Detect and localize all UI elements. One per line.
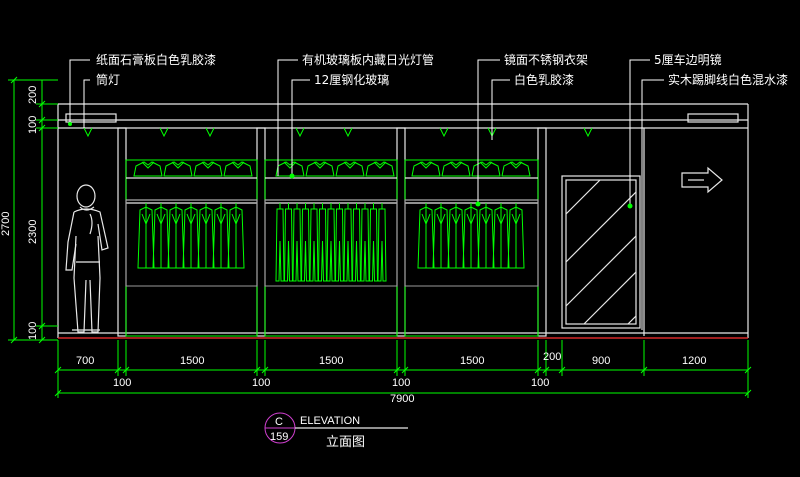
hanging-jacket xyxy=(152,203,170,269)
hanging-jacket xyxy=(462,203,480,269)
hanging-jacket xyxy=(507,203,525,269)
hanging-trousers xyxy=(334,203,345,282)
sheet-letter: C xyxy=(275,416,283,428)
vertical-dimensions: 200 100 2300 100 2700 xyxy=(0,76,58,344)
hdim-200: 200 xyxy=(543,351,561,363)
folded-shirt xyxy=(411,161,441,177)
hanging-trousers xyxy=(300,203,311,282)
vdim-2300: 2300 xyxy=(27,220,39,244)
gap-dim-1: 100 xyxy=(113,377,131,389)
folded-shirt xyxy=(365,161,395,177)
label-mirror-rack: 镜面不锈钢衣架 xyxy=(504,52,588,67)
label-tempered-glass: 12厘钢化玻璃 xyxy=(314,73,389,87)
folded-shirt xyxy=(133,161,163,177)
folded-shirt xyxy=(223,161,253,177)
folded-shirts xyxy=(133,161,531,177)
hanging-trousers xyxy=(283,203,294,282)
ceiling xyxy=(57,103,749,129)
hanging-trousers xyxy=(368,203,379,282)
hanging-jacket xyxy=(212,203,230,269)
sheet-number: 159 xyxy=(270,431,288,443)
hdim-1500-b: 1500 xyxy=(319,355,343,367)
folded-shirt xyxy=(275,161,305,177)
bay-1 xyxy=(125,159,258,337)
folded-shirt xyxy=(471,161,501,177)
title-cn: 立面图 xyxy=(326,435,365,450)
label-skirting: 实木踢脚线白色混水漆 xyxy=(668,72,788,87)
gap-dim-2: 100 xyxy=(252,377,270,389)
hanging-jacket xyxy=(182,203,200,269)
hdim-total: 7900 xyxy=(390,393,414,405)
hanging-jacket xyxy=(447,203,465,269)
hanging-jacket xyxy=(197,203,215,269)
hanging-trousers xyxy=(326,203,336,282)
label-downlight: 筒灯 xyxy=(96,72,120,87)
folded-shirt xyxy=(441,161,471,177)
horizontal-dimensions: 700 1500 1500 1500 200 900 1200 100 100 … xyxy=(54,340,752,405)
hanging-jacket xyxy=(227,203,245,269)
folded-shirt xyxy=(163,161,193,177)
hanging-jackets xyxy=(137,203,525,269)
hanging-trousers xyxy=(351,203,362,282)
hdim-1200: 1200 xyxy=(682,355,706,367)
hdim-700: 700 xyxy=(76,355,94,367)
floor-skirting xyxy=(58,332,748,339)
vdim-200: 200 xyxy=(27,86,39,104)
hdim-1500-a: 1500 xyxy=(180,355,204,367)
vdim-2700: 2700 xyxy=(0,212,12,236)
exit-sign xyxy=(681,166,723,194)
mannequin xyxy=(65,184,109,333)
title-block: C 159 ELEVATION 立面图 xyxy=(264,412,408,450)
bevel-mirror xyxy=(561,175,641,329)
hanging-trousers xyxy=(377,203,387,282)
label-gypsum-board: 纸面石膏板白色乳胶漆 xyxy=(96,52,216,67)
hanging-jacket xyxy=(477,203,495,269)
annotation-labels: 纸面石膏板白色乳胶漆 筒灯 有机玻璃板内藏日光灯管 12厘钢化玻璃 镜面不锈钢衣… xyxy=(96,52,788,87)
vdim-100-bottom: 100 xyxy=(27,322,39,340)
vdim-100-top: 100 xyxy=(27,116,39,134)
hanging-jacket xyxy=(167,203,185,269)
hanging-trousers xyxy=(309,203,319,282)
hanging-trousers xyxy=(360,203,370,282)
hanging-jacket xyxy=(137,203,155,269)
folded-shirt xyxy=(305,161,335,177)
folded-shirt xyxy=(501,161,531,177)
label-white-latex: 白色乳胶漆 xyxy=(514,72,574,87)
gap-dim-3: 100 xyxy=(392,377,410,389)
hanging-trousers xyxy=(292,203,302,282)
hanging-jacket xyxy=(432,203,450,269)
folded-shirt xyxy=(193,161,223,177)
label-bevel-mirror: 5厘车边明镜 xyxy=(654,52,722,67)
leader-lines xyxy=(68,59,664,330)
hanging-trousers xyxy=(275,203,285,282)
gap-dim-4: 100 xyxy=(531,377,549,389)
hanging-jacket xyxy=(492,203,510,269)
hanging-trousers xyxy=(317,203,328,282)
hanging-trousers xyxy=(275,203,387,282)
folded-shirt xyxy=(335,161,365,177)
downlights xyxy=(83,127,593,138)
hdim-1500-c: 1500 xyxy=(460,355,484,367)
hdim-900: 900 xyxy=(592,355,610,367)
title-en: ELEVATION xyxy=(300,415,360,427)
hanging-trousers xyxy=(343,203,353,282)
hanging-jacket xyxy=(417,203,435,269)
label-organic-glass: 有机玻璃板内藏日光灯管 xyxy=(302,52,434,67)
